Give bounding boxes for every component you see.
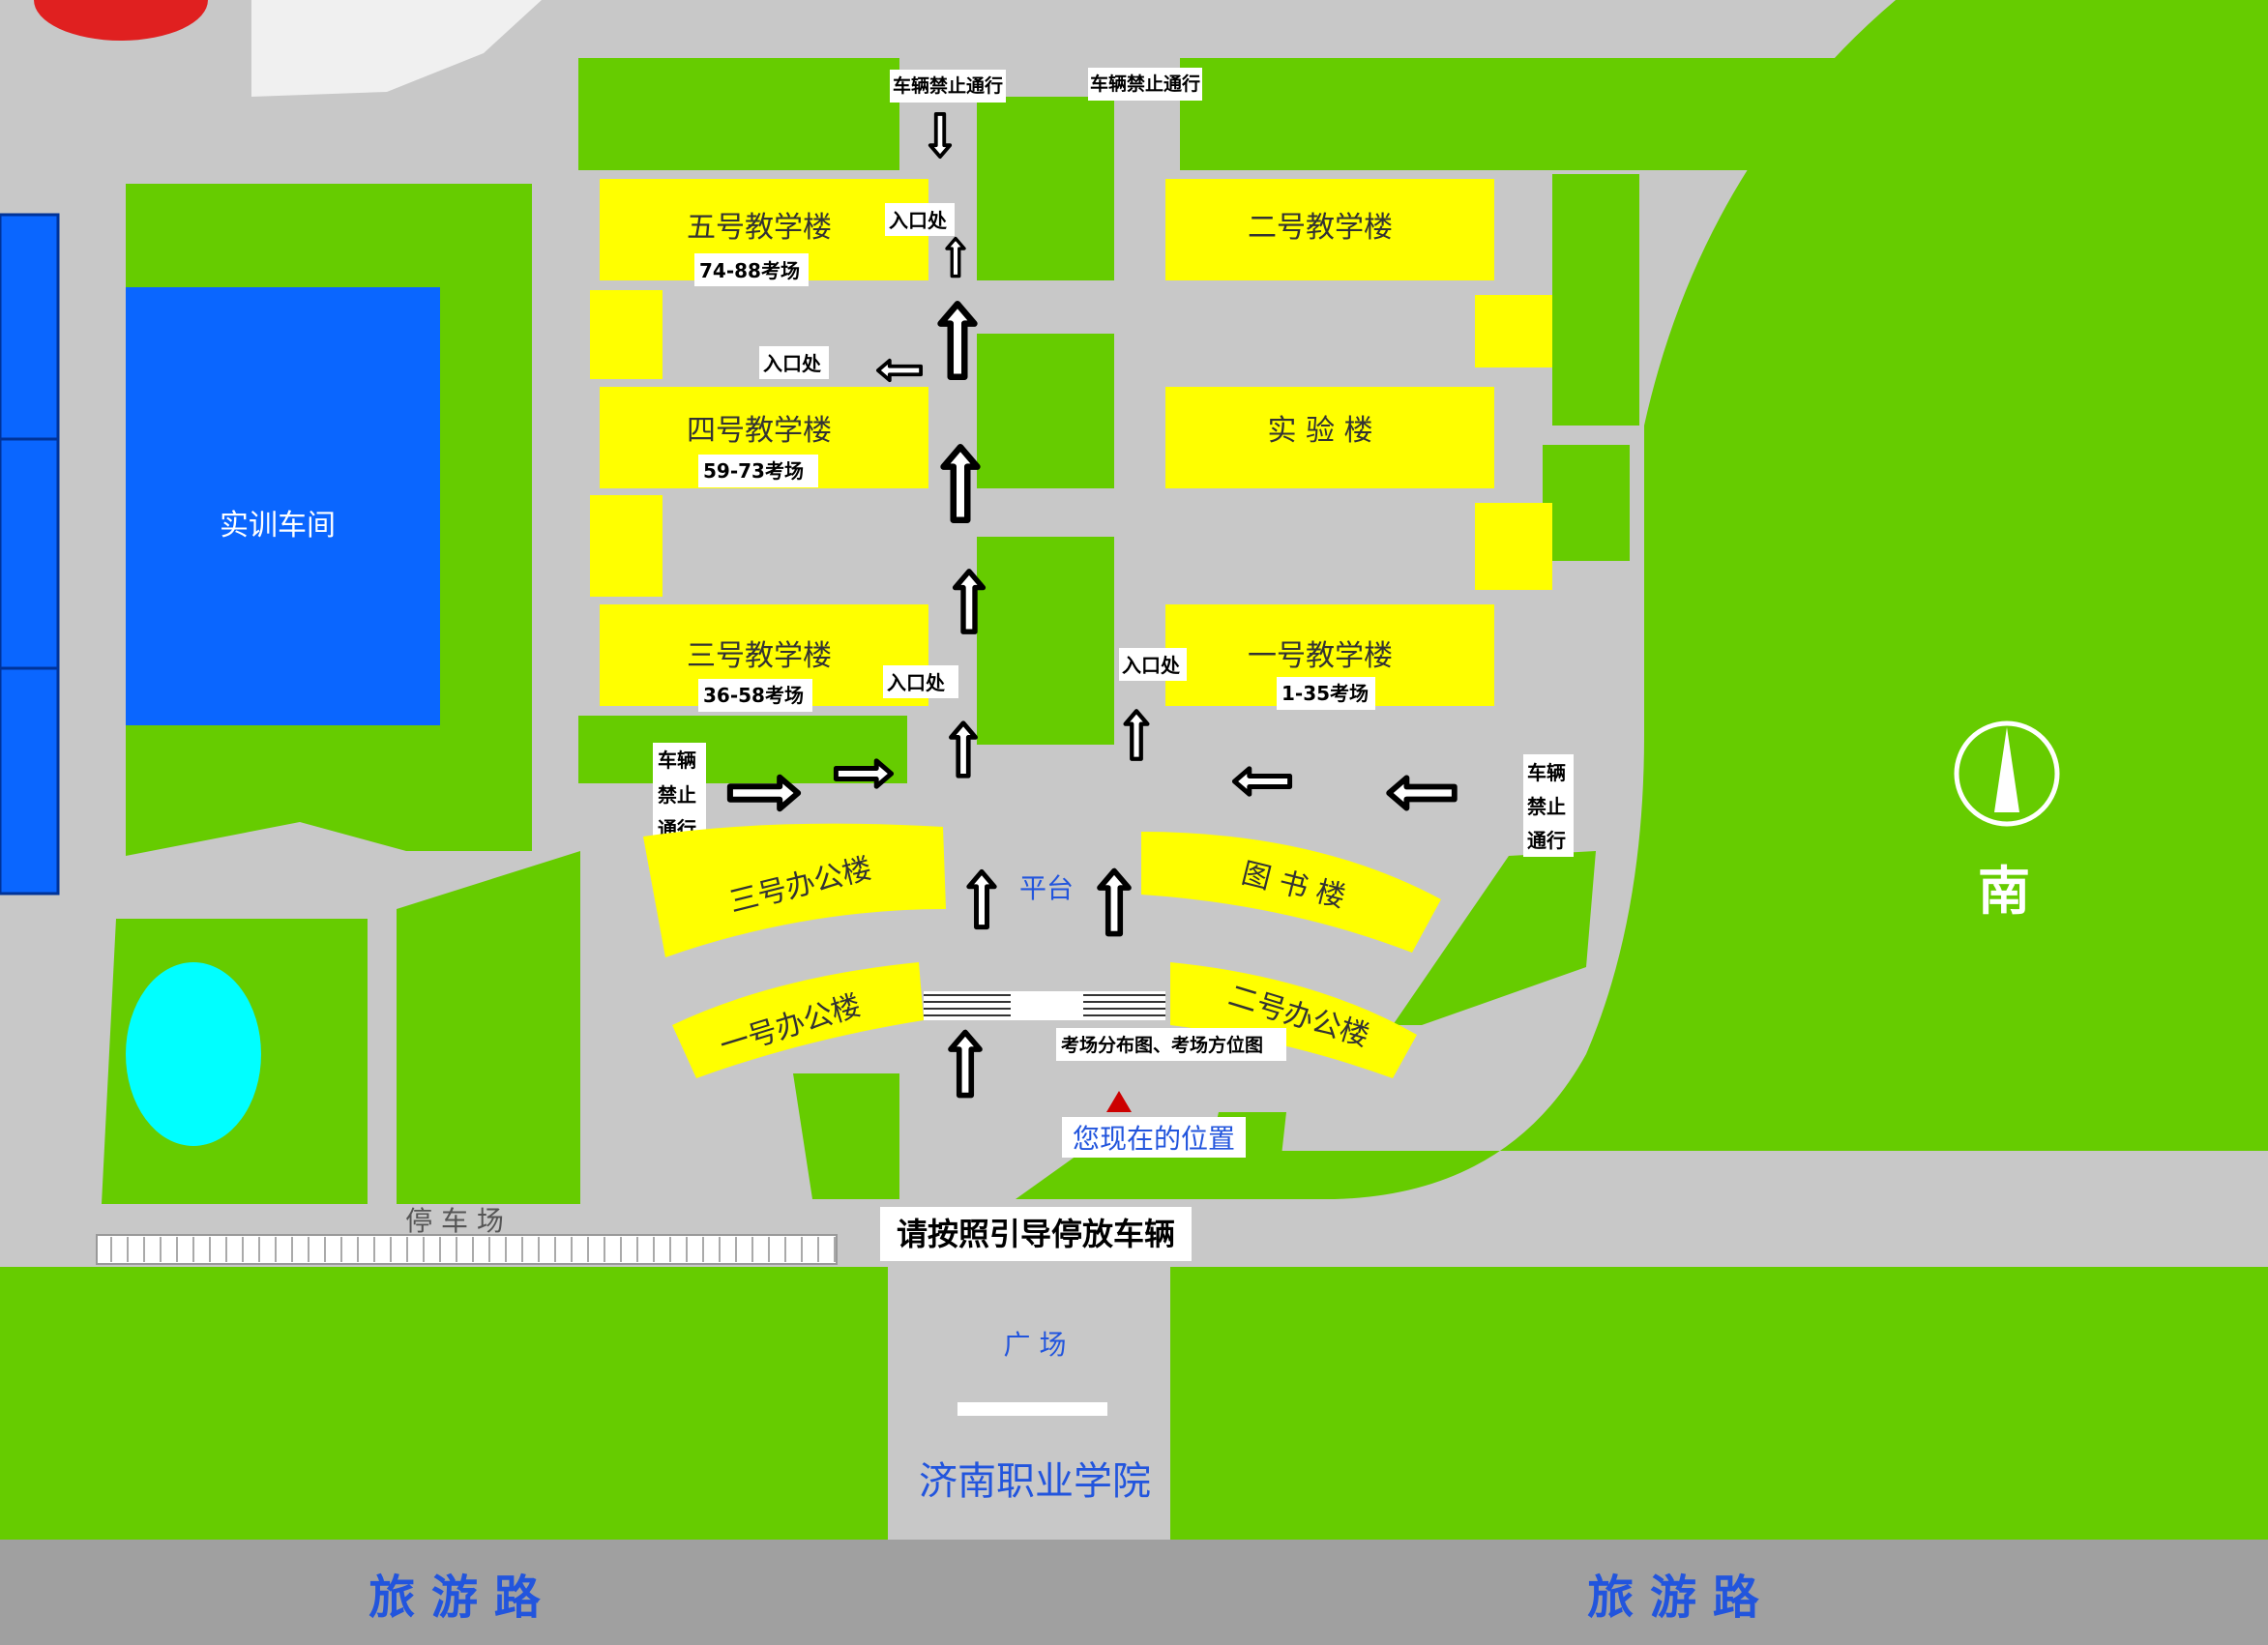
entrance-tag-3 bbox=[883, 665, 958, 698]
grass-south-west bbox=[0, 1267, 888, 1540]
entrance-tag-4 bbox=[1119, 648, 1187, 681]
annex-e2 bbox=[1475, 503, 1552, 590]
workshop-building bbox=[126, 287, 440, 725]
grass-low-mid bbox=[977, 537, 1114, 745]
bldg4-label: 四号教学楼 bbox=[687, 414, 832, 448]
grass-east-mid bbox=[1543, 445, 1630, 561]
grass-top-left bbox=[578, 58, 899, 170]
you-are-here-label: 您现在的位置 bbox=[1073, 1123, 1235, 1155]
grass-mid-mid bbox=[977, 334, 1114, 488]
parking-lot-label: 停 车 场 bbox=[405, 1205, 504, 1237]
exam-bldg1: 1-35考场 bbox=[1281, 682, 1369, 705]
plaza-label: 广 场 bbox=[1004, 1329, 1067, 1361]
no-vehicle-tag-3 bbox=[653, 743, 706, 845]
exam-map-label: 考场分布图、考场方位图 bbox=[1061, 1034, 1263, 1056]
entrance-4: 入口处 bbox=[1122, 654, 1181, 677]
bldg5-label: 五号教学楼 bbox=[687, 211, 832, 245]
no-vehicle-3a: 车辆 bbox=[658, 749, 696, 772]
bldg2-label: 二号教学楼 bbox=[1248, 211, 1393, 245]
grass-top-mid bbox=[977, 97, 1114, 280]
pond bbox=[126, 962, 261, 1146]
plaza-bar bbox=[957, 1402, 1107, 1416]
grass-east-strip bbox=[1393, 851, 1596, 1025]
no-vehicle-tag-1 bbox=[890, 70, 1006, 103]
no-vehicle-4b: 禁止 bbox=[1527, 795, 1566, 818]
workshop-label: 实训车间 bbox=[220, 509, 336, 543]
exam-bldg3: 36-58考场 bbox=[703, 684, 804, 707]
entrance-1: 入口处 bbox=[889, 209, 948, 232]
top-white-shape bbox=[251, 0, 542, 97]
street bbox=[0, 1540, 2268, 1645]
entrance-tag-1 bbox=[885, 203, 955, 236]
entrance-3: 入口处 bbox=[887, 671, 946, 694]
school-name: 济南职业学院 bbox=[919, 1459, 1151, 1504]
exam-tag-bldg5 bbox=[694, 253, 809, 286]
exam-bldg5: 74-88考场 bbox=[699, 259, 800, 282]
entrance-tag-2 bbox=[759, 346, 829, 379]
no-vehicle-tag-4 bbox=[1523, 754, 1574, 857]
red-triangle-marker-icon bbox=[1106, 1091, 1132, 1112]
bldg1-label: 一号教学楼 bbox=[1248, 639, 1393, 673]
blue-strip-1 bbox=[0, 213, 60, 441]
platform-label: 平台 bbox=[1019, 872, 1074, 904]
office3-building: 三号办公楼 bbox=[643, 823, 946, 957]
grass-south-east bbox=[1170, 1267, 2268, 1540]
no-vehicle-1: 车辆禁止通行 bbox=[893, 74, 1003, 97]
bldg2 bbox=[1165, 179, 1494, 280]
lab-label: 实 验 楼 bbox=[1267, 414, 1372, 448]
entrance-steps bbox=[924, 991, 1165, 1020]
annex-w2 bbox=[590, 495, 663, 597]
parking-guide-tag bbox=[880, 1207, 1192, 1261]
street-label-left: 旅 游 路 bbox=[368, 1571, 541, 1625]
compass-label: 南 bbox=[1978, 861, 2030, 922]
no-vehicle-2: 车辆禁止通行 bbox=[1090, 73, 1200, 95]
grass-east-top bbox=[1552, 174, 1639, 426]
no-vehicle-4a: 车辆 bbox=[1527, 761, 1566, 784]
exam-bldg4: 59-73考场 bbox=[703, 459, 804, 483]
grass-south-small-left bbox=[793, 1073, 899, 1199]
annex-e1 bbox=[1475, 295, 1552, 367]
compass-south-icon bbox=[1954, 720, 2060, 827]
red-corner-icon bbox=[34, 0, 208, 41]
lab bbox=[1165, 387, 1494, 488]
exam-map-tag bbox=[1056, 1028, 1286, 1061]
grass-west-lower bbox=[397, 851, 580, 1204]
annex-w1 bbox=[590, 290, 663, 379]
blue-strip-3 bbox=[0, 666, 60, 896]
exam-tag-bldg4 bbox=[698, 455, 818, 487]
grass-east bbox=[1016, 0, 2268, 1199]
you-are-here-tag bbox=[1062, 1117, 1246, 1158]
bldg3-label: 三号教学楼 bbox=[687, 639, 832, 673]
no-vehicle-3b: 禁止 bbox=[658, 783, 696, 807]
no-vehicle-4c: 通行 bbox=[1527, 829, 1566, 852]
parking-guide-label: 请按照引导停放车辆 bbox=[897, 1216, 1175, 1252]
exam-tag-bldg3 bbox=[698, 679, 812, 712]
library-building: 图 书 楼 bbox=[1141, 832, 1441, 953]
entrance-2: 入口处 bbox=[763, 352, 822, 375]
grass-top-right bbox=[1180, 58, 1896, 170]
parking-stripes bbox=[96, 1234, 838, 1265]
street-label-right: 旅 游 路 bbox=[1587, 1571, 1759, 1625]
blue-strip-2 bbox=[0, 437, 60, 670]
exam-tag-bldg1 bbox=[1277, 677, 1375, 710]
no-vehicle-tag-2 bbox=[1088, 68, 1202, 101]
